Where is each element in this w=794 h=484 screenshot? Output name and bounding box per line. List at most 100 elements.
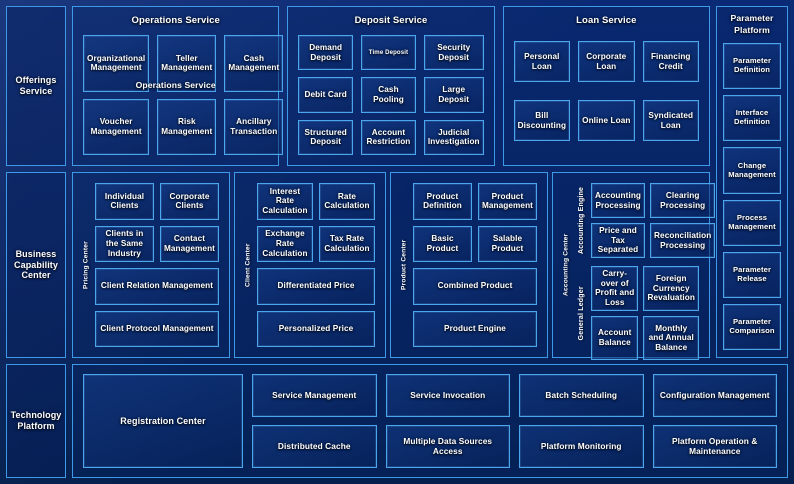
capability-platform-operation-maintenance[interactable]: Platform Operation & Maintenance xyxy=(652,425,777,468)
capability-personal-loan[interactable]: Personal Loan xyxy=(513,41,571,83)
capability-online-loan[interactable]: Online Loan xyxy=(578,100,635,141)
capability-product-management[interactable]: Product Management xyxy=(477,183,537,220)
capability-bill-discounting[interactable]: Bill Discounting xyxy=(513,100,571,141)
capability-account-restriction[interactable]: Account Restriction xyxy=(361,119,416,155)
service-group-loan: Loan Service Personal Loan Corporate Loa… xyxy=(502,6,710,166)
capability-ancillary-transaction[interactable]: Ancillary Transaction xyxy=(224,98,284,155)
capability-syndicated-loan[interactable]: Syndicated Loan xyxy=(642,100,699,141)
accounting-engine-grid: Accounting Processing Clearing Processin… xyxy=(588,183,716,259)
registration-center-wrap: Registration Center xyxy=(83,374,243,468)
capability-contact-management[interactable]: Contact Management xyxy=(159,225,219,262)
parameter-release[interactable]: Parameter Release xyxy=(723,251,781,298)
capability-organizational-management[interactable]: Organizational Management xyxy=(83,35,150,92)
capability-batch-scheduling[interactable]: Batch Scheduling xyxy=(519,374,644,417)
capability-configuration-management[interactable]: Configuration Management xyxy=(652,374,777,417)
client-row-1: Interest Rate Calculation Rate Calculati… xyxy=(257,183,375,220)
capability-structured-deposit[interactable]: Structured Deposit xyxy=(298,119,354,155)
capability-salable-product[interactable]: Salable Product xyxy=(478,225,537,262)
center-accounting: Accounting Center Accounting Engine Acco… xyxy=(552,172,716,361)
capability-registration-center[interactable]: Registration Center xyxy=(83,374,243,468)
deposit-service-grid: Demand Deposit Time Deposit Security Dep… xyxy=(298,35,484,155)
process-management[interactable]: Process Management xyxy=(723,199,781,246)
capability-distributed-cache[interactable]: Distributed Cache xyxy=(252,425,377,468)
technology-platform-group: Registration Center Service Management D… xyxy=(72,364,788,478)
pricing-row-1: Individual Clients Corporate Clients xyxy=(95,183,219,220)
parameter-comparison[interactable]: Parameter Comparison xyxy=(723,303,781,351)
client-row-3: Differentiated Price xyxy=(257,268,375,305)
capability-multiple-data-sources-access[interactable]: Multiple Data Sources Access xyxy=(385,425,510,468)
tech-column-4: Configuration Management Platform Operat… xyxy=(652,374,777,468)
capability-account-balance[interactable]: Account Balance xyxy=(591,315,639,361)
capability-rate-calculation[interactable]: Rate Calculation xyxy=(319,183,375,220)
client-row-4: Personalized Price xyxy=(257,310,375,347)
capability-exchange-rate-calculation[interactable]: Exchange Rate Calculation xyxy=(257,225,313,262)
capability-tax-rate-calculation[interactable]: Tax Rate Calculation xyxy=(319,225,375,262)
tech-column-1: Service Management Distributed Cache xyxy=(252,374,377,468)
pricing-row-2: Clients in the Same Industry Contact Man… xyxy=(95,225,219,262)
capability-cash-management[interactable]: Cash Management xyxy=(224,35,284,92)
capability-clients-in-same-industry[interactable]: Clients in the Same Industry xyxy=(95,225,154,262)
capability-demand-deposit[interactable]: Demand Deposit xyxy=(298,35,354,71)
capability-differentiated-price[interactable]: Differentiated Price xyxy=(257,268,375,305)
capability-platform-monitoring[interactable]: Platform Monitoring xyxy=(519,425,644,468)
accounting-stack: Accounting Engine Accounting Processing … xyxy=(573,179,716,361)
capability-cash-pooling[interactable]: Cash Pooling xyxy=(361,77,416,113)
center-vlabel-product: Product Center xyxy=(400,239,408,291)
capability-carry-over-of-profit-and-loss[interactable]: Carry-over of Profit and Loss xyxy=(591,266,639,311)
capability-time-deposit[interactable]: Time Deposit xyxy=(361,35,416,71)
capability-security-deposit[interactable]: Security Deposit xyxy=(423,35,484,71)
capability-risk-management[interactable]: Risk Management xyxy=(157,98,217,155)
capability-client-relation-management[interactable]: Client Relation Management xyxy=(95,268,219,305)
product-row-4: Product Engine xyxy=(413,310,537,347)
capability-corporate-loan[interactable]: Corporate Loan xyxy=(578,41,635,83)
capability-corporate-clients[interactable]: Corporate Clients xyxy=(160,183,219,220)
pricing-row-3: Client Relation Management xyxy=(95,268,219,305)
offerings-groups: Operations Service Operations Service Or… xyxy=(72,6,710,166)
interface-definition[interactable]: Interface Definition xyxy=(723,95,781,142)
service-group-operations: Operations Service Operations Service Or… xyxy=(72,6,284,166)
group-title-loan-service: Loan Service xyxy=(576,15,637,26)
capability-interest-rate-calculation[interactable]: Interest Rate Calculation xyxy=(257,183,313,220)
center-vlabel-accounting: Accounting Center xyxy=(562,233,570,297)
capability-large-deposit[interactable]: Large Deposit xyxy=(423,77,484,113)
capability-foreign-currency-revaluation[interactable]: Foreign Currency Revaluation xyxy=(643,266,699,311)
parameter-definition[interactable]: Parameter Definition xyxy=(723,43,781,90)
general-ledger-sub: General Ledger Carry-over of Profit and … xyxy=(575,266,699,361)
capability-product-definition[interactable]: Product Definition xyxy=(413,183,472,220)
center-body-pricing: Individual Clients Corporate Clients Cli… xyxy=(93,179,223,351)
operations-service-grid: Organizational Management Teller Managem… xyxy=(83,35,284,155)
capability-individual-clients[interactable]: Individual Clients xyxy=(95,183,154,220)
capability-financing-credit[interactable]: Financing Credit xyxy=(642,41,699,83)
capability-reconciliation-processing[interactable]: Reconciliation Processing xyxy=(650,223,716,259)
capability-basic-product[interactable]: Basic Product xyxy=(413,225,472,262)
capability-personalized-price[interactable]: Personalized Price xyxy=(257,310,375,347)
capability-voucher-management[interactable]: Voucher Management xyxy=(83,98,150,155)
product-row-2: Basic Product Salable Product xyxy=(413,225,537,262)
capability-accounting-processing[interactable]: Accounting Processing xyxy=(591,183,646,219)
capability-service-invocation[interactable]: Service Invocation xyxy=(385,374,510,417)
capability-monthly-and-annual-balance[interactable]: Monthly and Annual Balance xyxy=(643,315,699,361)
capability-product-engine[interactable]: Product Engine xyxy=(413,310,537,347)
capability-price-and-tax-separated[interactable]: Price and Tax Separated xyxy=(591,223,646,259)
capability-teller-management[interactable]: Teller Management xyxy=(157,35,217,92)
sub-vlabel-accounting-engine: Accounting Engine xyxy=(578,186,585,255)
change-management[interactable]: Change Management xyxy=(723,147,781,194)
center-body-client: Interest Rate Calculation Rate Calculati… xyxy=(255,179,379,351)
capability-judicial-investigation[interactable]: Judicial Investigation xyxy=(423,119,484,155)
capability-service-management[interactable]: Service Management xyxy=(252,374,377,417)
accounting-inner: Accounting Engine Accounting Processing … xyxy=(573,179,716,361)
capability-combined-product[interactable]: Combined Product xyxy=(413,268,537,305)
product-row-1: Product Definition Product Management xyxy=(413,183,537,220)
capability-client-protocol-management[interactable]: Client Protocol Management xyxy=(95,310,219,347)
tech-column-3: Batch Scheduling Platform Monitoring xyxy=(519,374,644,468)
center-pricing: Pricing Center Individual Clients Corpor… xyxy=(72,172,230,358)
capability-clearing-processing[interactable]: Clearing Processing xyxy=(650,183,716,219)
capability-debit-card[interactable]: Debit Card xyxy=(298,77,354,113)
